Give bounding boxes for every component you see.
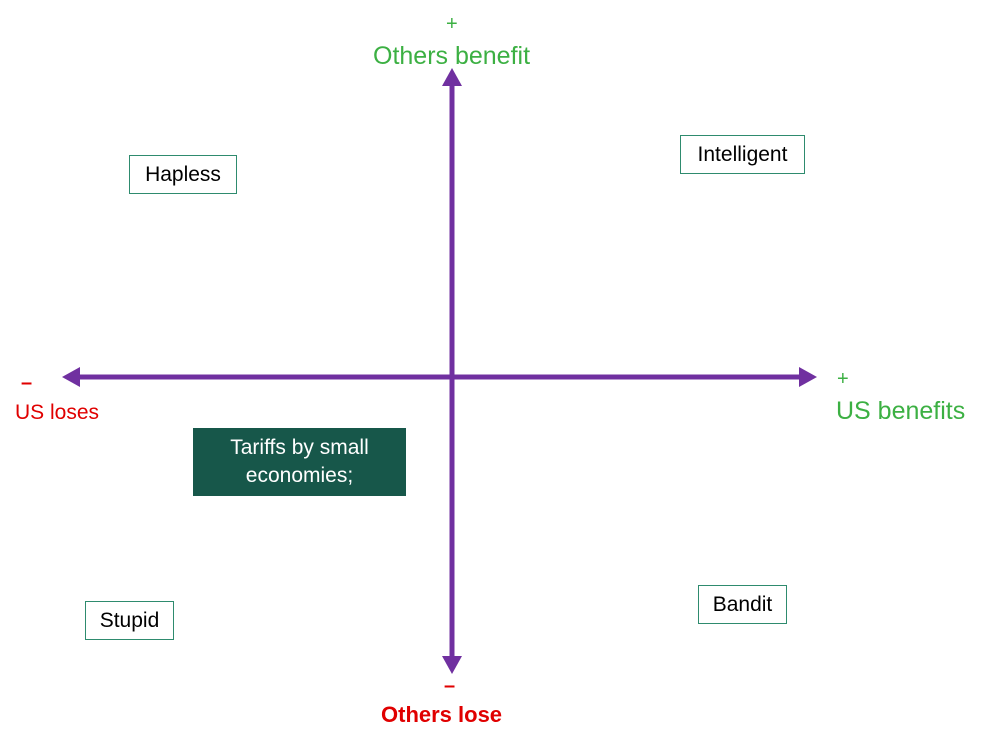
top-plus-sign: + <box>446 13 458 35</box>
left-minus-sign: – <box>21 372 33 394</box>
us-benefits-label: US benefits <box>836 397 966 425</box>
others-lose-label: Others lose <box>381 702 503 727</box>
quadrant-bandit: Bandit <box>698 585 787 624</box>
quadrant-hapless: Hapless <box>129 155 237 194</box>
others-benefit-label: Others benefit <box>373 42 531 70</box>
horizontal-axis-arrow-left <box>62 367 80 387</box>
vertical-axis-arrow-down <box>442 656 462 674</box>
quadrant-stupid: Stupid <box>85 601 174 640</box>
vertical-axis-arrow-up <box>442 68 462 86</box>
tariffs-note: Tariffs by small economies; <box>193 428 406 496</box>
us-loses-label: US loses <box>15 401 100 424</box>
bottom-minus-sign: – <box>444 675 456 697</box>
horizontal-axis-arrow-right <box>799 367 817 387</box>
quadrant-intelligent: Intelligent <box>680 135 805 174</box>
right-plus-sign: + <box>837 368 849 390</box>
